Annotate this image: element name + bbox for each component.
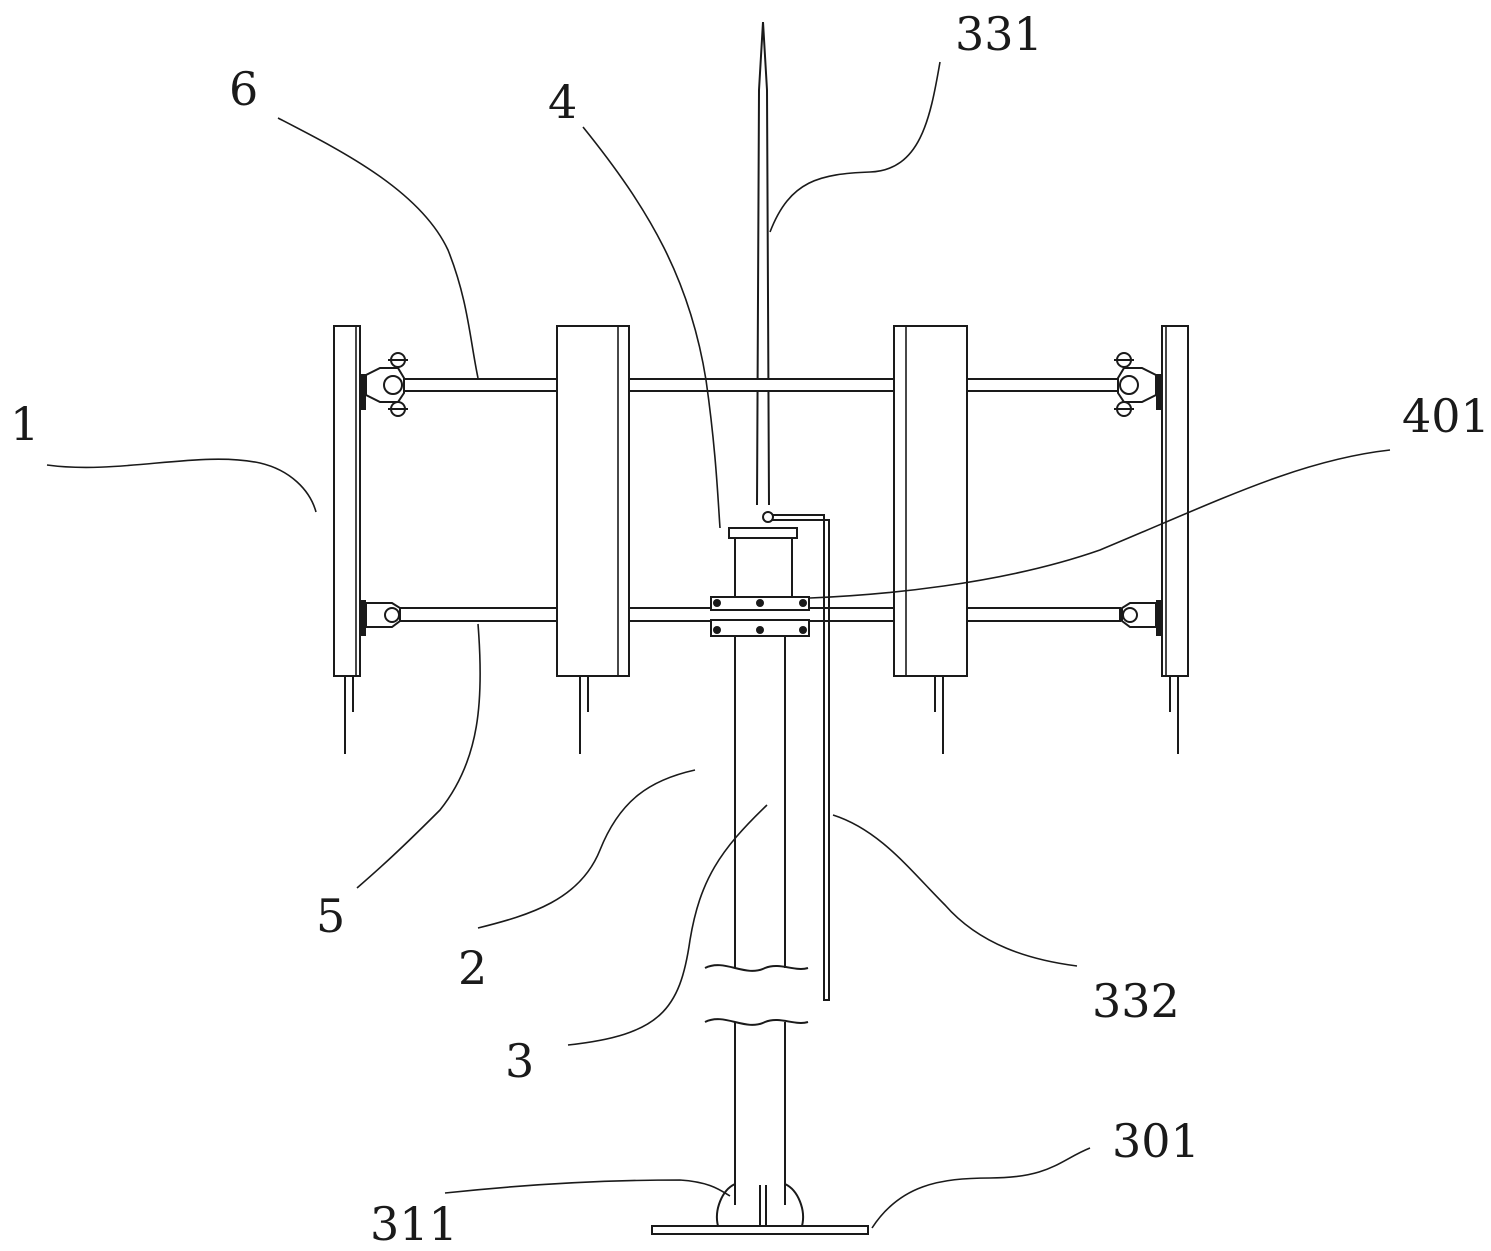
leader-2: [477, 769, 696, 929]
leader-1: [46, 458, 317, 513]
label-301: 301: [1112, 1114, 1200, 1168]
leader-6: [277, 117, 479, 379]
leader-3: [567, 804, 768, 1046]
leader-301: [871, 1147, 1091, 1229]
right-inner-panel: [893, 325, 968, 754]
label-4: 4: [548, 75, 577, 129]
left-upper-clamp: [365, 352, 408, 417]
reference-labels: 1 6 4 331 401 5 2 3 332 311 301: [10, 7, 1490, 1251]
drive-unit: [710, 527, 810, 637]
label-331: 331: [955, 7, 1043, 61]
label-5: 5: [316, 889, 345, 943]
base: [651, 1183, 869, 1235]
antenna-rod: [756, 21, 774, 523]
pole: [704, 636, 809, 1205]
label-1: 1: [10, 397, 39, 451]
label-3: 3: [505, 1034, 534, 1088]
leader-lines: [46, 61, 1391, 1229]
leader-401: [809, 449, 1391, 599]
label-401: 401: [1402, 389, 1490, 443]
label-6: 6: [229, 62, 258, 116]
left-outer-panel: [333, 325, 366, 754]
left-lower-clamp: [365, 602, 401, 628]
label-332: 332: [1092, 974, 1180, 1028]
leader-331: [769, 61, 941, 233]
leader-332: [832, 814, 1078, 967]
right-lower-clamp: [1121, 602, 1157, 628]
leader-5: [356, 623, 481, 889]
leader-311: [444, 1179, 731, 1197]
label-2: 2: [458, 941, 487, 995]
right-upper-clamp: [1114, 352, 1157, 417]
upper-rod: [394, 378, 1121, 392]
leader-4: [582, 126, 721, 529]
cable: [772, 514, 830, 1001]
right-outer-panel: [1156, 325, 1189, 754]
label-311: 311: [370, 1197, 458, 1251]
left-inner-panel: [556, 325, 630, 754]
